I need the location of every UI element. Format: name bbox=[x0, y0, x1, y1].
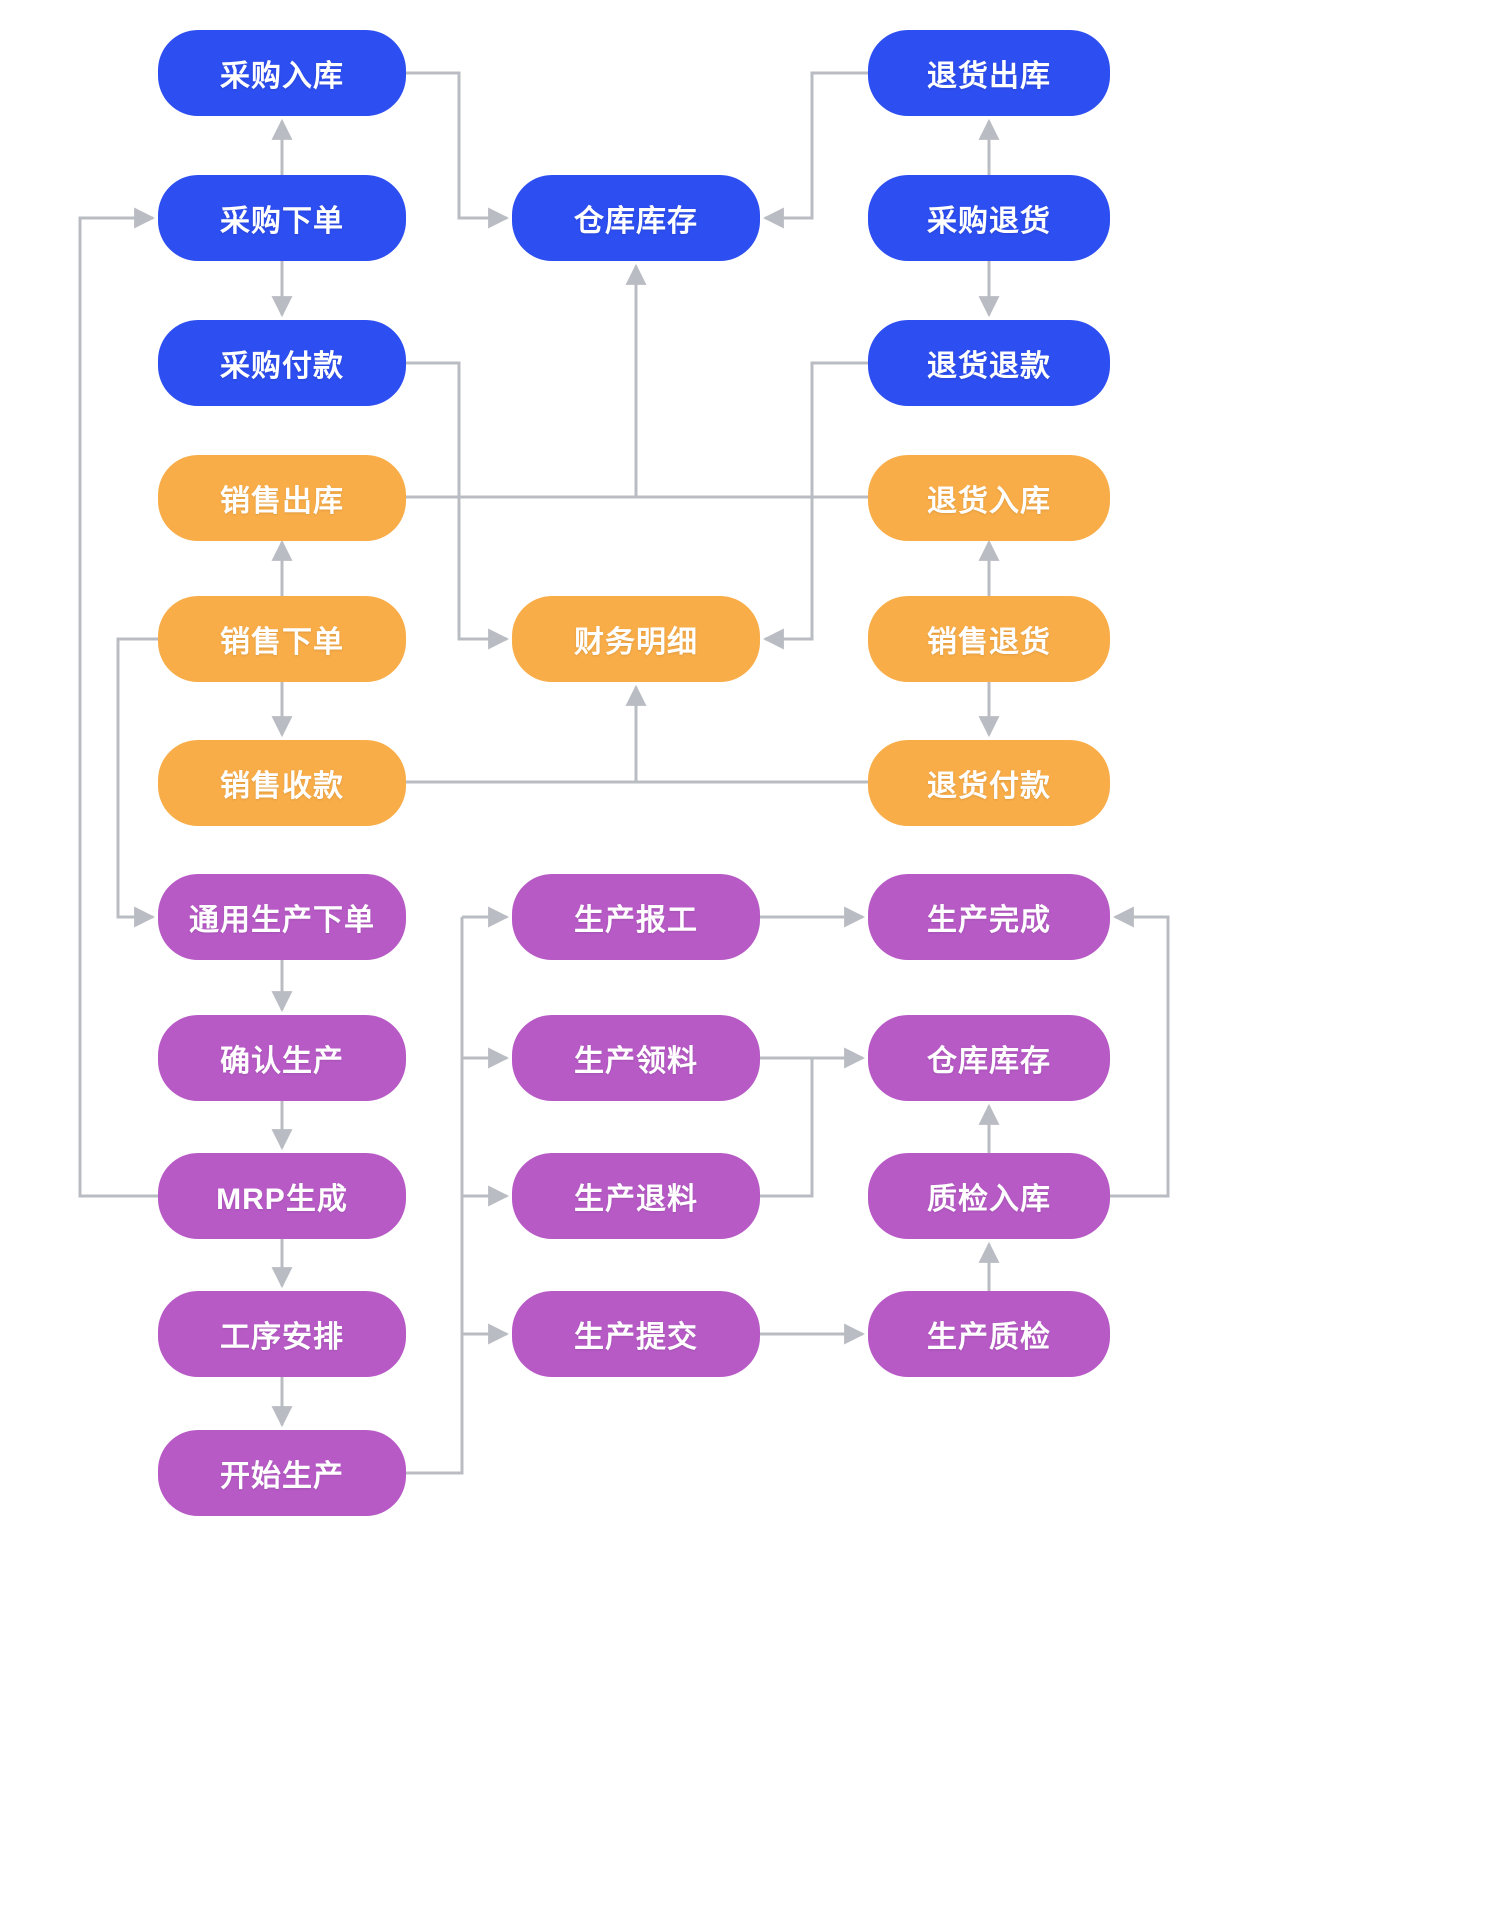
node-sales-receipt[interactable]: 销售收款 bbox=[158, 740, 406, 826]
edge-n13-n11 bbox=[406, 684, 647, 784]
node-sales-order[interactable]: 销售下单 bbox=[158, 596, 406, 682]
edge-n27-trunk bbox=[406, 917, 464, 1475]
edge-n1-n4 bbox=[406, 71, 510, 229]
node-purchase-payment[interactable]: 采购付款 bbox=[158, 320, 406, 406]
node-purchase-return[interactable]: 采购退货 bbox=[868, 175, 1110, 261]
edge-n2-n4 bbox=[762, 71, 868, 229]
node-production-qc[interactable]: 生产质检 bbox=[868, 1291, 1110, 1377]
node-purchase-order[interactable]: 采购下单 bbox=[158, 175, 406, 261]
node-production-pick[interactable]: 生产领料 bbox=[512, 1015, 760, 1101]
node-general-production-order[interactable]: 通用生产下单 bbox=[158, 874, 406, 960]
node-return-outbound[interactable]: 退货出库 bbox=[868, 30, 1110, 116]
node-confirm-production[interactable]: 确认生产 bbox=[158, 1015, 406, 1101]
node-mrp-generate[interactable]: MRP生成 bbox=[158, 1153, 406, 1239]
node-return-payment[interactable]: 退货付款 bbox=[868, 740, 1110, 826]
node-purchase-inbound[interactable]: 采购入库 bbox=[158, 30, 406, 116]
edge-n23-n17 bbox=[1110, 906, 1170, 1198]
node-production-complete[interactable]: 生产完成 bbox=[868, 874, 1110, 960]
node-warehouse-stock-top[interactable]: 仓库库存 bbox=[512, 175, 760, 261]
node-qc-inbound[interactable]: 质检入库 bbox=[868, 1153, 1110, 1239]
node-sales-return[interactable]: 销售退货 bbox=[868, 596, 1110, 682]
node-warehouse-stock-bottom[interactable]: 仓库库存 bbox=[868, 1015, 1110, 1101]
node-process-schedule[interactable]: 工序安排 bbox=[158, 1291, 406, 1377]
edge-n7-n11 bbox=[762, 361, 868, 650]
edge-n10-n15 bbox=[116, 637, 158, 928]
node-return-inbound[interactable]: 退货入库 bbox=[868, 455, 1110, 541]
edge-n6-n11 bbox=[406, 361, 510, 650]
edge-n22-n20 bbox=[760, 1058, 814, 1198]
node-production-report[interactable]: 生产报工 bbox=[512, 874, 760, 960]
node-finance-detail[interactable]: 财务明细 bbox=[512, 596, 760, 682]
node-sales-outbound[interactable]: 销售出库 bbox=[158, 455, 406, 541]
node-return-refund[interactable]: 退货退款 bbox=[868, 320, 1110, 406]
node-production-material-return[interactable]: 生产退料 bbox=[512, 1153, 760, 1239]
node-production-submit[interactable]: 生产提交 bbox=[512, 1291, 760, 1377]
edge-n21-n3 bbox=[78, 207, 158, 1198]
edge-n8-n4 bbox=[406, 263, 647, 499]
node-start-production[interactable]: 开始生产 bbox=[158, 1430, 406, 1516]
